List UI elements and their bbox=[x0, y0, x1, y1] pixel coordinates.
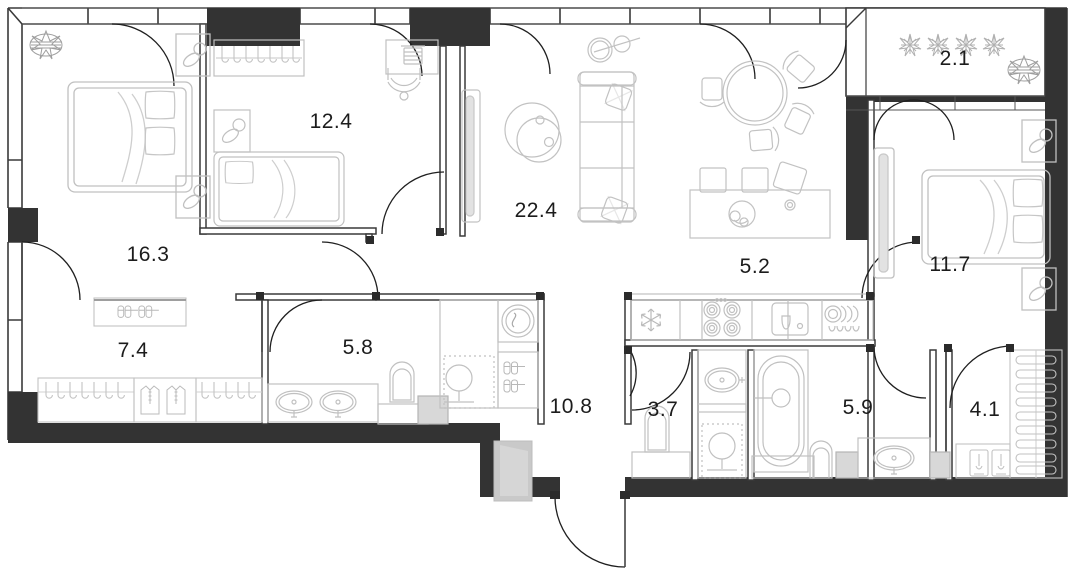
room-area-7-4: 7.4 bbox=[117, 339, 149, 362]
bedroom-3-furniture bbox=[873, 119, 1057, 311]
room-area-5-2: 5.2 bbox=[739, 255, 771, 278]
bedroom-1-furniture bbox=[29, 30, 211, 219]
room-area-5-9: 5.9 bbox=[842, 396, 874, 419]
door-swings bbox=[21, 23, 1013, 568]
room-area-11-7: 11.7 bbox=[929, 253, 971, 276]
bathroom-58-fixtures bbox=[267, 299, 539, 425]
entry-glass-panel bbox=[493, 440, 533, 502]
bathroom-59-fixtures bbox=[751, 349, 951, 479]
dressing-room-furniture bbox=[37, 297, 263, 423]
bedroom-2-furniture bbox=[213, 39, 439, 227]
balcony-area bbox=[845, 7, 1046, 111]
wall-joints bbox=[256, 228, 1014, 499]
room-area-3-7: 3.7 bbox=[647, 398, 679, 421]
room-area-12-4: 12.4 bbox=[309, 110, 353, 133]
room-area-5-8: 5.8 bbox=[342, 336, 374, 359]
room-area-10-8: 10.8 bbox=[549, 395, 593, 418]
bathroom-37-fixtures bbox=[631, 349, 747, 479]
room-area-2-1: 2.1 bbox=[939, 47, 971, 70]
utility-41-fixtures bbox=[955, 349, 1063, 479]
room-area-22-4: 22.4 bbox=[514, 199, 558, 222]
room-area-16-3: 16.3 bbox=[126, 243, 170, 266]
floor-outline bbox=[8, 8, 1067, 497]
dining-furniture bbox=[689, 50, 831, 239]
kitchen-counter bbox=[630, 293, 874, 341]
room-area-4-1: 4.1 bbox=[969, 398, 1001, 421]
living-room-furniture bbox=[461, 35, 641, 225]
